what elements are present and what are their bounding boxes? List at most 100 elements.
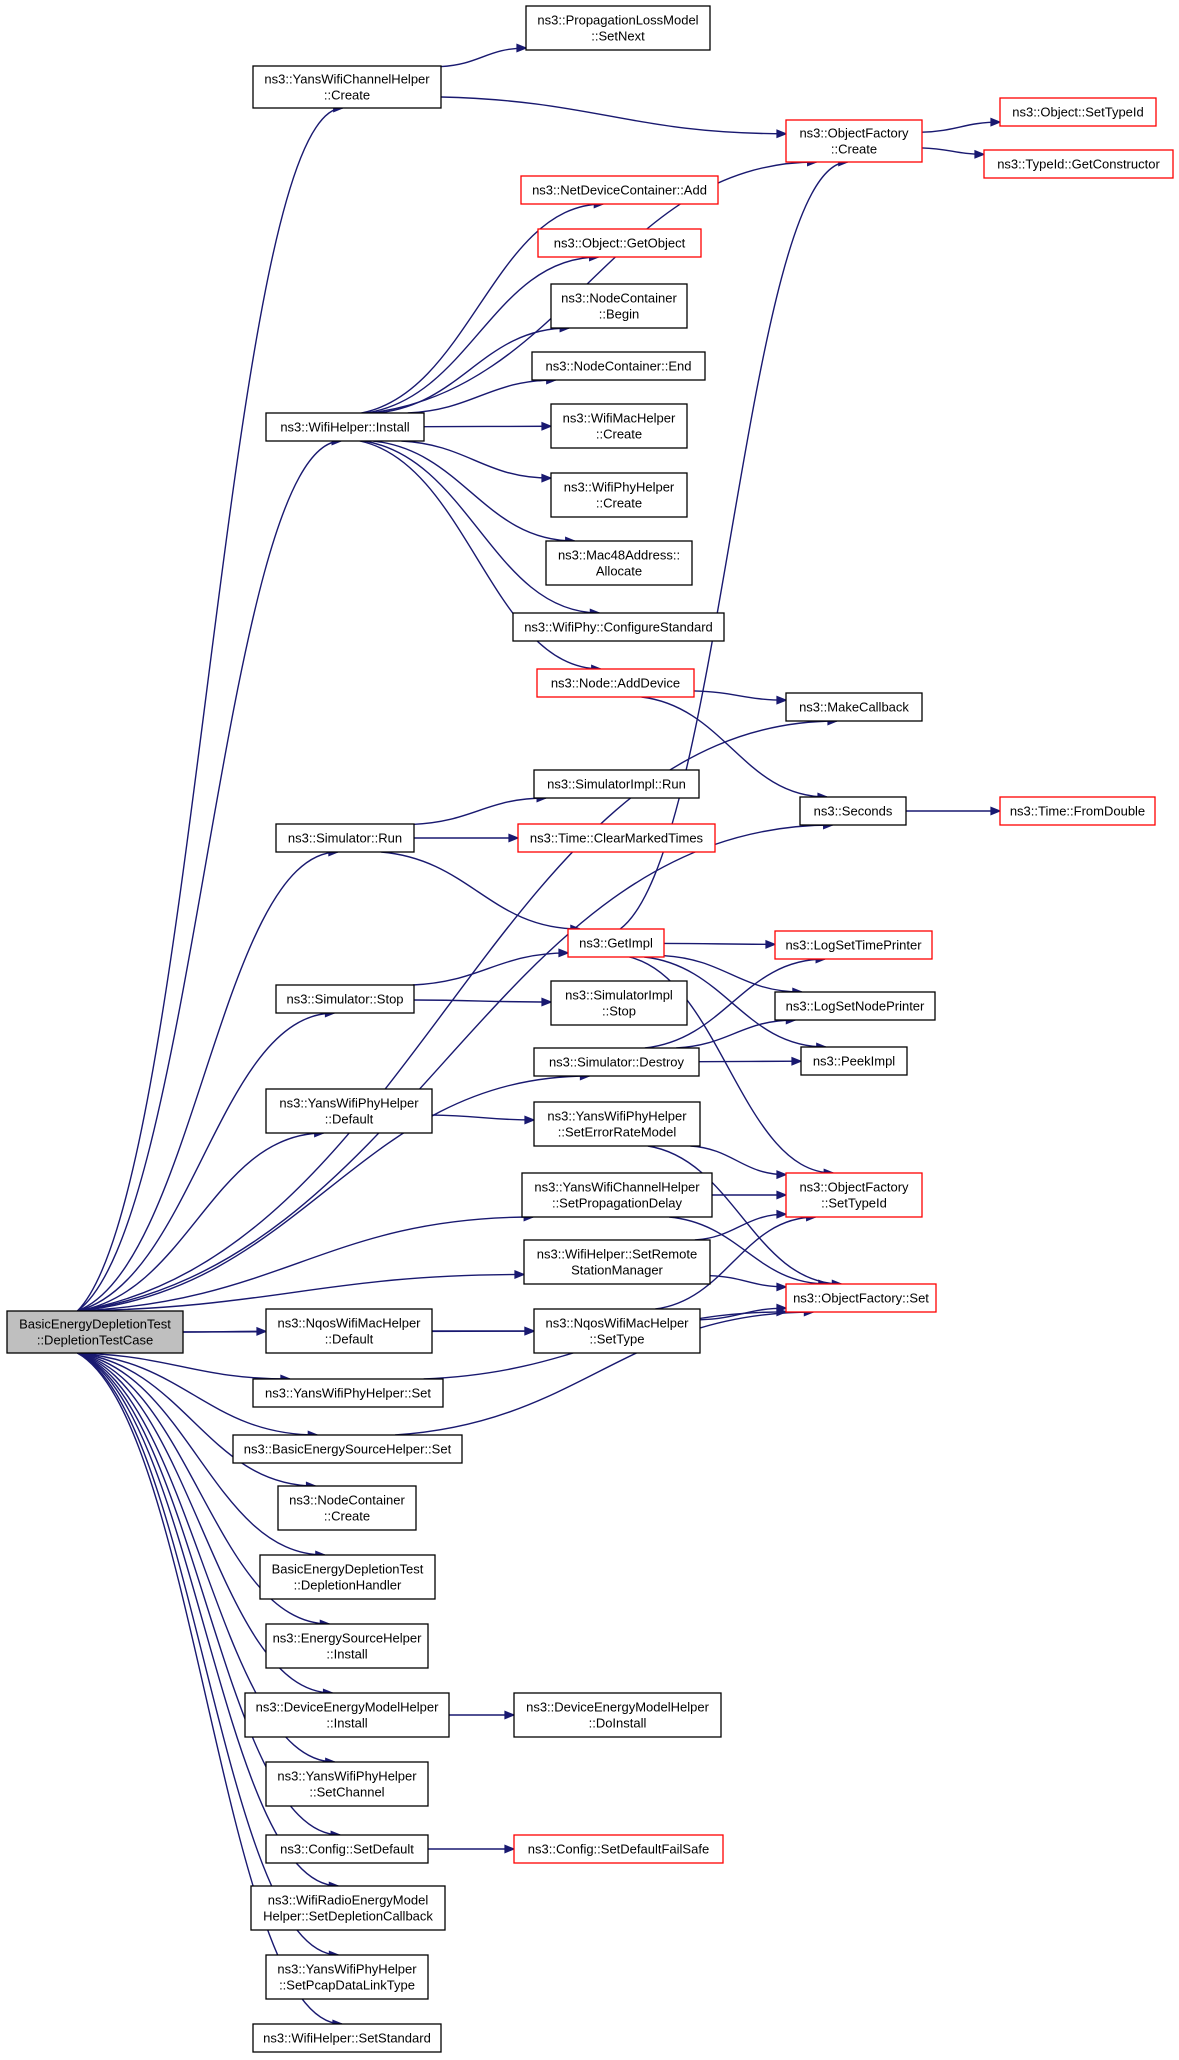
node-time-fromdouble[interactable]: ns3::Time::FromDouble — [999, 796, 1156, 826]
node-box — [259, 1554, 436, 1600]
edge-arrowhead — [776, 695, 788, 705]
node-box — [265, 412, 425, 442]
node-energysrc-install[interactable]: ns3::EnergySourceHelper::Install — [265, 1623, 429, 1669]
node-mac48-allocate[interactable]: ns3::Mac48Address::Allocate — [545, 540, 693, 586]
node-label: ::SetPcapDataLinkType — [279, 1978, 415, 1993]
edge-arrowhead — [504, 1710, 516, 1720]
node-label: ns3::SimulatorImpl::Run — [547, 777, 686, 792]
node-sim-stop[interactable]: ns3::Simulator::Stop — [275, 984, 415, 1014]
node-box — [785, 1172, 923, 1218]
edge-line — [413, 999, 552, 1003]
call-edge — [693, 690, 788, 705]
edge-arrowhead — [776, 1190, 788, 1200]
node-wifimac-create[interactable]: ns3::WifiMacHelper::Create — [550, 403, 688, 449]
edge-line — [669, 1216, 828, 1285]
node-box — [277, 1485, 417, 1531]
node-yansphy-default[interactable]: ns3::YansWifiPhyHelper::Default — [265, 1088, 433, 1134]
node-yansphy-setpcap[interactable]: ns3::YansWifiPhyHelper::SetPcapDataLinkT… — [265, 1954, 429, 2000]
node-yans-ch-create[interactable]: ns3::YansWifiChannelHelper::Create — [252, 65, 442, 109]
node-devenergy-install[interactable]: ns3::DeviceEnergyModelHelper::Install — [244, 1692, 450, 1738]
node-objfac-set[interactable]: ns3::ObjectFactory::Set — [785, 1283, 937, 1313]
node-box — [252, 65, 442, 109]
node-box — [520, 175, 719, 205]
node-wifiphy-create[interactable]: ns3::WifiPhyHelper::Create — [550, 472, 688, 518]
node-nc-create[interactable]: ns3::NodeContainer::Create — [277, 1485, 417, 1531]
node-config-setdefaultfs[interactable]: ns3::Config::SetDefaultFailSafe — [513, 1834, 724, 1864]
node-box — [244, 1692, 450, 1738]
node-devenergy-doinstall[interactable]: ns3::DeviceEnergyModelHelper::DoInstall — [513, 1692, 722, 1738]
node-label: ns3::Object::GetObject — [554, 236, 686, 251]
node-logsetnodeprinter[interactable]: ns3::LogSetNodePrinter — [774, 991, 936, 1021]
node-getimpl[interactable]: ns3::GetImpl — [567, 928, 665, 958]
node-label: ns3::YansWifiChannelHelper — [534, 1180, 700, 1195]
node-label: ns3::LogSetNodePrinter — [786, 999, 925, 1014]
call-edge — [694, 1209, 788, 1241]
call-edge — [698, 1056, 803, 1066]
node-box — [6, 1310, 184, 1354]
node-typeid-getctor[interactable]: ns3::TypeId::GetConstructor — [983, 149, 1174, 179]
node-prop-setnext[interactable]: ns3::PropagationLossModel::SetNext — [525, 5, 711, 51]
call-edge — [709, 1275, 788, 1292]
edges-layer — [76, 43, 1002, 2029]
node-nc-begin[interactable]: ns3::NodeContainer::Begin — [550, 283, 688, 329]
node-label: ns3::WifiPhy::ConfigureStandard — [524, 620, 713, 635]
call-edge — [431, 1114, 536, 1125]
node-label: ::SetType — [590, 1332, 645, 1347]
node-yansch-setpropdelay[interactable]: ns3::YansWifiChannelHelper::SetPropagati… — [521, 1172, 713, 1218]
node-box — [250, 1885, 446, 1931]
node-label: ::SetNext — [591, 29, 645, 44]
node-objfac-create[interactable]: ns3::ObjectFactory::Create — [785, 119, 923, 163]
node-obj-getobject[interactable]: ns3::Object::GetObject — [537, 228, 702, 258]
node-simimpl-run[interactable]: ns3::SimulatorImpl::Run — [533, 769, 700, 799]
node-nqos-settype[interactable]: ns3::NqosWifiMacHelper::SetType — [533, 1308, 701, 1354]
node-basicsrc-set[interactable]: ns3::BasicEnergySourceHelper::Set — [232, 1434, 463, 1464]
node-sim-run[interactable]: ns3::Simulator::Run — [275, 823, 415, 853]
node-time-clearmarked[interactable]: ns3::Time::ClearMarkedTimes — [517, 823, 716, 853]
node-depletion-handler[interactable]: BasicEnergyDepletionTest::DepletionHandl… — [259, 1554, 436, 1600]
node-netdev-add[interactable]: ns3::NetDeviceContainer::Add — [520, 175, 719, 205]
node-yansphy-setchannel[interactable]: ns3::YansWifiPhyHelper::SetChannel — [265, 1761, 429, 1807]
call-edge — [77, 1008, 337, 1312]
node-box — [999, 97, 1157, 127]
node-makecallback[interactable]: ns3::MakeCallback — [785, 692, 923, 722]
node-peekimpl[interactable]: ns3::PeekImpl — [800, 1046, 908, 1076]
node-wifihelper-install[interactable]: ns3::WifiHelper::Install — [265, 412, 425, 442]
node-label: ns3::PropagationLossModel — [537, 13, 698, 28]
node-wifiradio-setdepl[interactable]: ns3::WifiRadioEnergyModelHelper::SetDepl… — [250, 1885, 446, 1931]
node-simimpl-stop[interactable]: ns3::SimulatorImpl::Stop — [550, 980, 688, 1026]
node-seconds[interactable]: ns3::Seconds — [799, 796, 907, 826]
node-label: ns3::MakeCallback — [799, 700, 909, 715]
node-yansphy-seterrrate[interactable]: ns3::YansWifiPhyHelper::SetErrorRateMode… — [533, 1101, 701, 1147]
node-label: Helper::SetDepletionCallback — [263, 1909, 433, 1924]
node-box — [265, 1623, 429, 1669]
node-box — [545, 540, 693, 586]
node-label: ::Create — [831, 142, 877, 157]
edge-line — [647, 1145, 842, 1285]
node-label: ::Install — [326, 1716, 367, 1731]
node-nc-end[interactable]: ns3::NodeContainer::End — [531, 351, 706, 381]
node-sim-destroy[interactable]: ns3::Simulator::Destroy — [533, 1047, 700, 1077]
node-label: ns3::WifiPhyHelper — [564, 480, 675, 495]
node-node-adddevice[interactable]: ns3::Node::AddDevice — [536, 668, 695, 698]
node-obj-settypeid[interactable]: ns3::Object::SetTypeId — [999, 97, 1157, 127]
edge-line — [77, 720, 837, 1312]
edge-line — [690, 1145, 787, 1176]
call-edge — [690, 1145, 788, 1180]
call-edge — [906, 806, 1002, 816]
node-wifihelper-setstd[interactable]: ns3::WifiHelper::SetStandard — [252, 2023, 442, 2053]
node-label: ::Install — [326, 1647, 367, 1662]
edge-arrowhead — [990, 806, 1002, 816]
node-label: ns3::Seconds — [814, 804, 893, 819]
node-logsettimeprinter[interactable]: ns3::LogSetTimePrinter — [774, 930, 933, 960]
node-config-setdefault[interactable]: ns3::Config::SetDefault — [265, 1834, 429, 1864]
node-objfac-settypeid[interactable]: ns3::ObjectFactory::SetTypeId — [785, 1172, 923, 1218]
node-yansphy-set[interactable]: ns3::YansWifiPhyHelper::Set — [252, 1378, 444, 1408]
node-label: ns3::NodeContainer — [561, 291, 677, 306]
node-label: ns3::Object::SetTypeId — [1012, 105, 1144, 120]
node-wifiphy-configstd[interactable]: ns3::WifiPhy::ConfigureStandard — [512, 612, 725, 642]
node-nqos-default[interactable]: ns3::NqosWifiMacHelper::Default — [265, 1308, 433, 1354]
node-box — [265, 1308, 433, 1354]
node-label: ns3::YansWifiChannelHelper — [264, 72, 430, 87]
node-root[interactable]: BasicEnergyDepletionTest::DepletionTestC… — [6, 1310, 184, 1354]
